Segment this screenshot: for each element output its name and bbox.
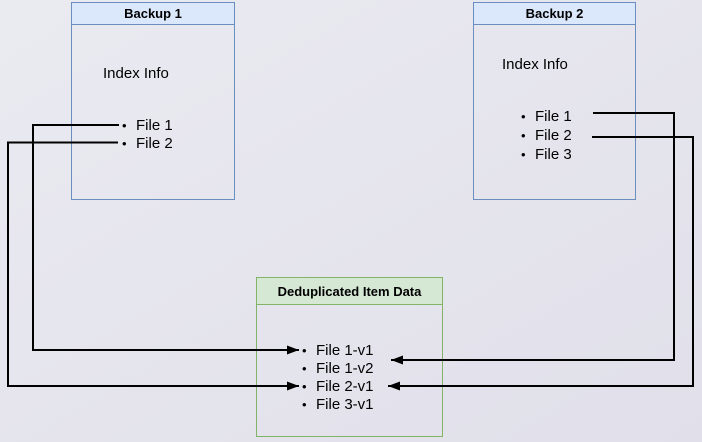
bullet-icon: • xyxy=(302,396,307,412)
bullet-icon: • xyxy=(302,342,307,358)
backup2-file-3: • File 3 xyxy=(521,145,572,164)
backup1-box: Backup 1 Index Info • File 1 • File 2 xyxy=(71,2,235,200)
backup2-box: Backup 2 Index Info • File 1 • File 2 • … xyxy=(473,2,636,200)
file-item-label: File 1-v1 xyxy=(316,341,374,359)
file-item-label: File 3 xyxy=(535,146,572,163)
dedup-box: Deduplicated Item Data • File 1-v1 • Fil… xyxy=(256,277,443,437)
backup1-file-1: • File 1 xyxy=(122,116,173,134)
file-item-label: File 3-v1 xyxy=(316,395,374,413)
dedup-file-3v1: • File 3-v1 xyxy=(302,395,374,413)
bullet-icon: • xyxy=(302,378,307,394)
dedup-header: Deduplicated Item Data xyxy=(257,278,442,305)
dedup-file-list: • File 1-v1 • File 1-v2 • File 2-v1 • Fi… xyxy=(302,341,374,413)
file-item-label: File 1 xyxy=(136,116,173,134)
bullet-icon: • xyxy=(521,147,526,162)
file-item-label: File 2 xyxy=(136,134,173,152)
backup2-file-list: • File 1 • File 2 • File 3 xyxy=(521,107,572,164)
backup2-file-2: • File 2 xyxy=(521,126,572,145)
backup2-index-info-label: Index Info xyxy=(502,56,568,73)
bullet-icon: • xyxy=(521,109,526,124)
bullet-icon: • xyxy=(302,360,307,376)
backup2-file-1: • File 1 xyxy=(521,107,572,126)
file-item-label: File 2-v1 xyxy=(316,377,374,395)
backup1-title: Backup 1 xyxy=(124,6,182,21)
file-item-label: File 1 xyxy=(535,108,572,125)
backup1-header: Backup 1 xyxy=(72,3,234,25)
backup2-title: Backup 2 xyxy=(525,6,584,21)
dedup-file-1v1: • File 1-v1 xyxy=(302,341,374,359)
backup1-file-list: • File 1 • File 2 xyxy=(122,116,173,152)
dedup-title: Deduplicated Item Data xyxy=(277,283,422,299)
backup1-index-info-label: Index Info xyxy=(103,65,169,82)
bullet-icon: • xyxy=(122,117,127,133)
dedup-file-2v1: • File 2-v1 xyxy=(302,377,374,395)
bullet-icon: • xyxy=(122,135,127,151)
backup2-header: Backup 2 xyxy=(474,3,635,25)
bullet-icon: • xyxy=(521,128,526,143)
dedup-file-1v2: • File 1-v2 xyxy=(302,359,374,377)
backup1-file-2: • File 2 xyxy=(122,134,173,152)
file-item-label: File 2 xyxy=(535,127,572,144)
file-item-label: File 1-v2 xyxy=(316,359,374,377)
